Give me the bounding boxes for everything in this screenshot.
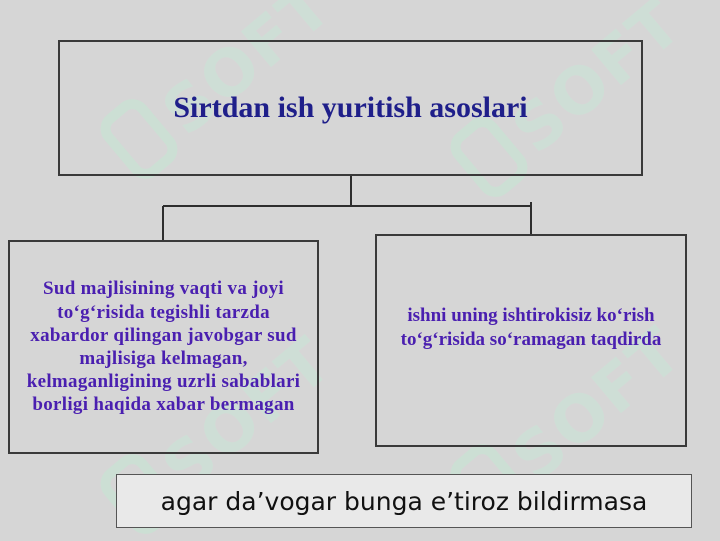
right-condition-box: ishni uning ishtirokisiz ko‘rish to‘g‘ri… — [375, 234, 687, 447]
bottom-condition-text: agar da’vogar bunga e’tiroz bildirmasa — [160, 486, 648, 516]
left-condition-box: Sud majlisining vaqti va joyi to‘g‘risid… — [8, 240, 319, 454]
right-condition-text: ishni uning ishtirokisiz ko‘rish to‘g‘ri… — [400, 305, 662, 350]
left-condition-text: Sud majlisining vaqti va joyi to‘g‘risid… — [26, 278, 301, 416]
bottom-condition-box: agar da’vogar bunga e’tiroz bildirmasa — [116, 474, 692, 528]
diagram-title: Sirtdan ish yuritish asoslari — [173, 91, 528, 124]
title-box: Sirtdan ish yuritish asoslari — [58, 40, 643, 176]
